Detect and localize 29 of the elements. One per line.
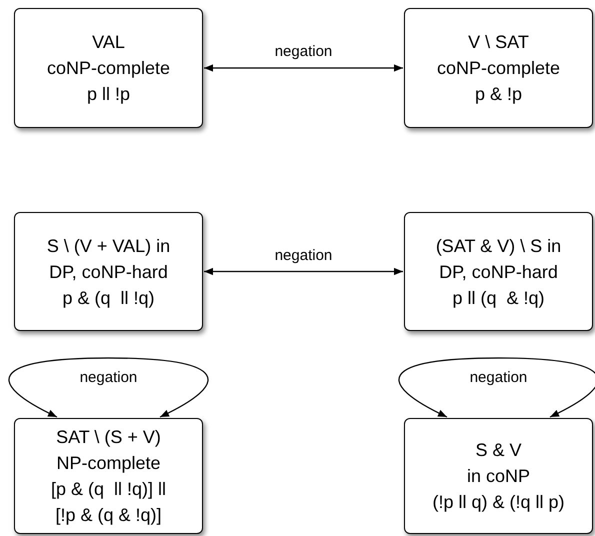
box-text: (SAT & V) \ S in: [436, 234, 562, 258]
process-box: [14, 8, 203, 128]
box-text: S & V: [475, 439, 522, 462]
box-text: coNP-complete: [46, 57, 170, 80]
box-text: SAT \ (S + V): [56, 426, 161, 449]
box-text: coNP-complete: [436, 57, 560, 80]
box-text: DP, coNP-hard: [439, 260, 558, 284]
arrow: [204, 64, 403, 72]
box-text: [p & (q ll !q)] ll: [50, 478, 166, 501]
box-text: p ll !p: [86, 83, 130, 106]
box-text: (!p ll q) & (!q ll p): [432, 491, 565, 514]
process-box: [404, 8, 593, 128]
process-box: [14, 418, 203, 534]
box-text: NP-complete: [56, 452, 161, 475]
box-text: S \ (V + VAL) in: [46, 234, 170, 258]
process-box: [404, 418, 593, 534]
box-text: p & !p: [474, 83, 522, 106]
arrow: [8, 357, 208, 418]
process-box: [14, 212, 203, 331]
process-box: [404, 212, 593, 331]
box-text: p & (q ll !q): [62, 286, 155, 310]
box-text: p ll (q & !q): [452, 286, 545, 310]
box-text: [!p & (q & !q)]: [55, 504, 162, 527]
arrow: [398, 357, 595, 418]
box-text: VAL: [92, 31, 125, 54]
box-text: V \ SAT: [468, 31, 529, 54]
box-text: DP, coNP-hard: [49, 260, 168, 284]
box-text: in coNP: [466, 465, 530, 488]
arrow: [204, 268, 403, 276]
